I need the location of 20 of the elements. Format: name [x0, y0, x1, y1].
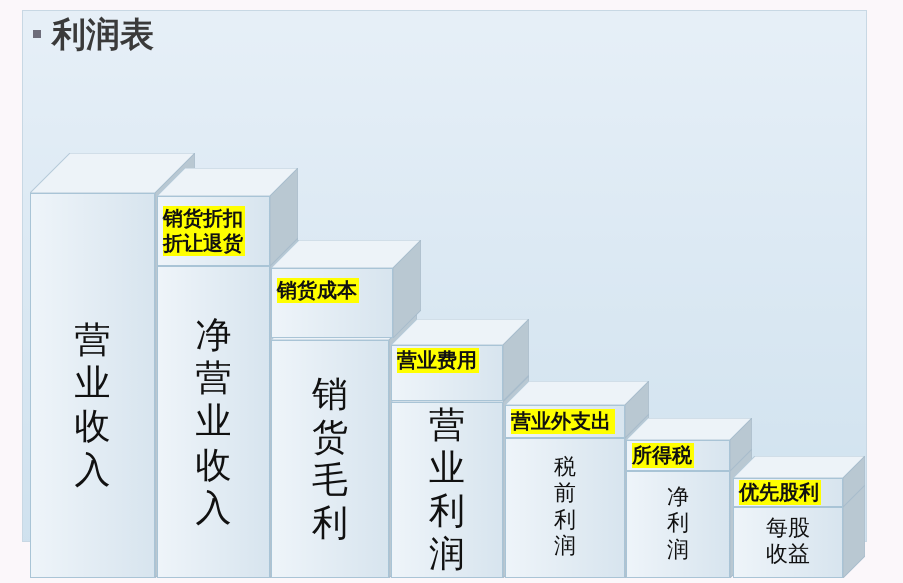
deduction-label: 销货折扣折让退货 [163, 206, 245, 256]
deduction-block [505, 381, 649, 438]
deduction-label: 优先股利 [739, 480, 821, 505]
deduction-block [733, 456, 865, 507]
deduction-block [271, 240, 421, 338]
deduction-label: 所得税 [632, 443, 694, 468]
deduction-block [626, 418, 752, 471]
block-label: 每股收益 [765, 516, 812, 569]
title: 利润表 [52, 14, 154, 57]
block-label: 销货毛利 [310, 372, 349, 546]
deduction-block [391, 319, 529, 401]
block-label: 税前利润 [553, 455, 578, 561]
deduction-label: 销货成本 [277, 278, 359, 303]
deduction-block [157, 168, 298, 266]
deduction-label: 营业外支出 [511, 409, 615, 434]
block-label: 营业利润 [428, 404, 466, 576]
block-label: 净利润 [666, 485, 690, 564]
block-label: 营业收入 [73, 319, 112, 492]
deduction-label: 营业费用 [397, 348, 479, 373]
block-label: 净营业收入 [194, 314, 232, 530]
